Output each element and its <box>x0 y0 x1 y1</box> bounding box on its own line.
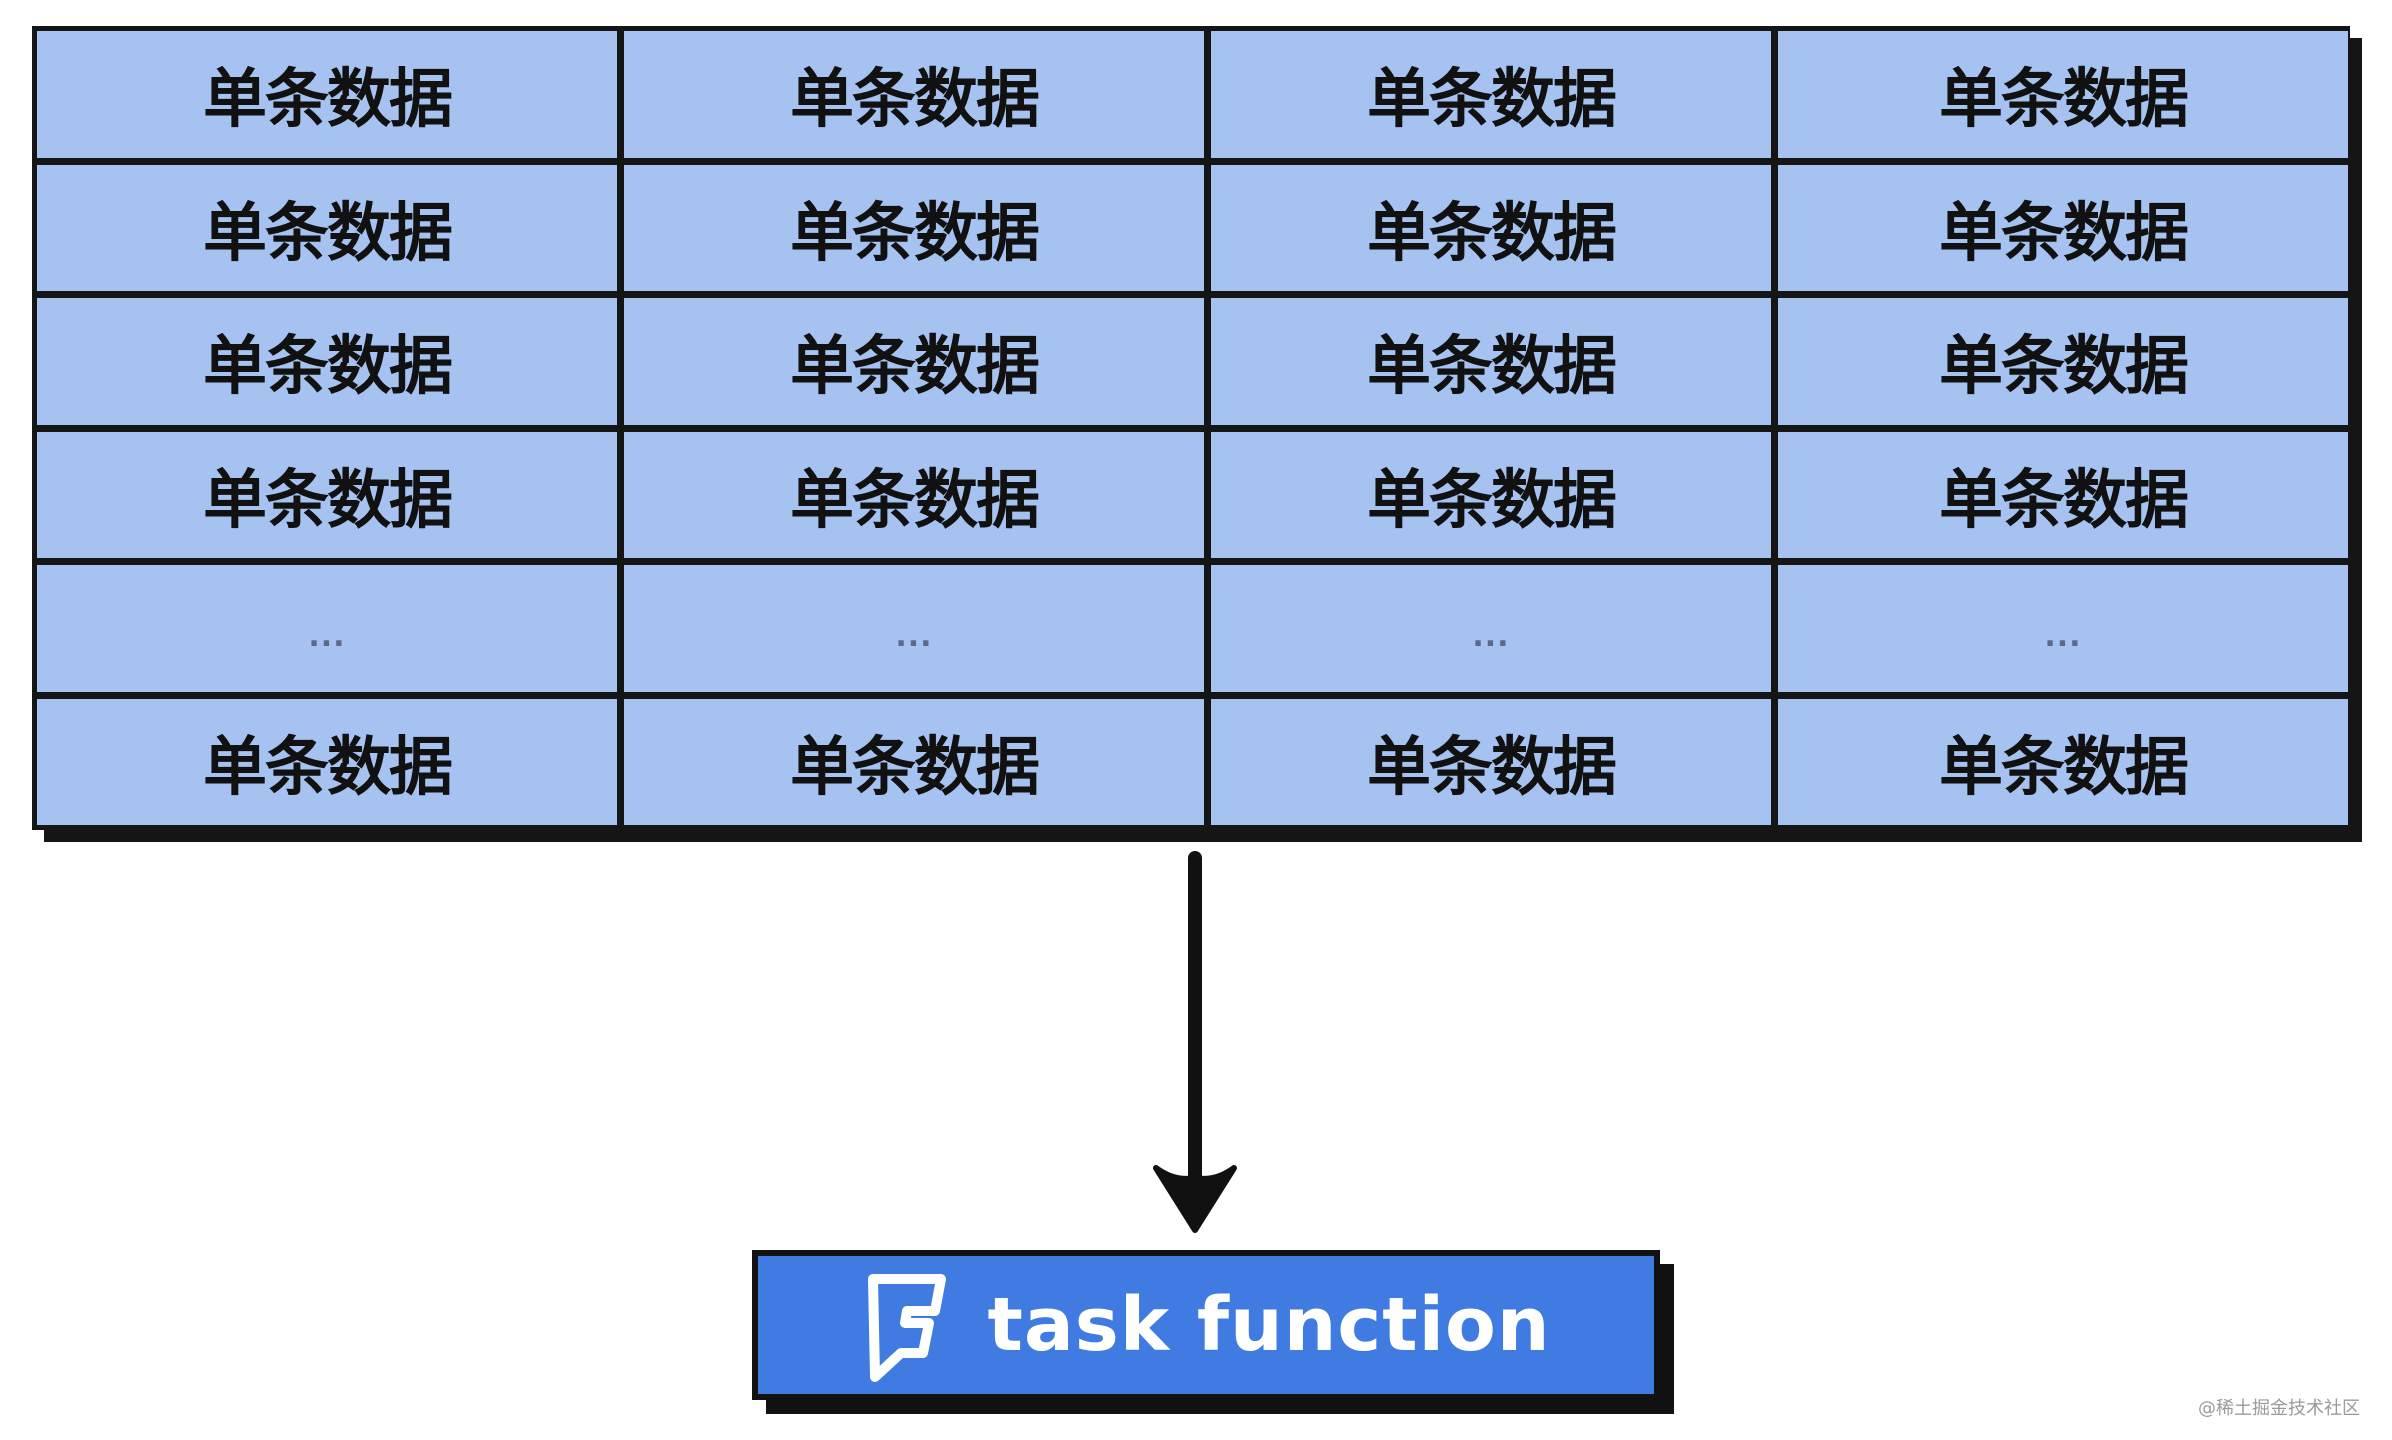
ellipsis-text: ... <box>308 619 346 655</box>
cell-label: 单条数据 <box>1367 63 1617 138</box>
grid-cell: ... <box>624 565 1204 692</box>
grid-cell: 单条数据 <box>1211 431 1771 558</box>
grid-cell: 单条数据 <box>1778 31 2348 158</box>
task-function-box: task function <box>752 1250 1660 1400</box>
ellipsis-text: ... <box>1472 619 1510 655</box>
grid-cell: 单条数据 <box>1778 164 2348 291</box>
task-function-label: task function <box>987 1282 1551 1368</box>
cell-label: 单条数据 <box>1939 330 2189 405</box>
cell-label: 单条数据 <box>203 730 453 805</box>
grid-cell: 单条数据 <box>37 164 617 291</box>
grid-cell: 单条数据 <box>624 298 1204 425</box>
grid-cell: 单条数据 <box>37 431 617 558</box>
cell-label: 单条数据 <box>1939 196 2189 271</box>
grid-cell: 单条数据 <box>1778 431 2348 558</box>
grid-cell: ... <box>1778 565 2348 692</box>
cell-label: 单条数据 <box>790 463 1040 538</box>
grid-cell: 单条数据 <box>1211 31 1771 158</box>
grid-cell: 单条数据 <box>624 431 1204 558</box>
ellipsis-text: ... <box>895 619 933 655</box>
cell-label: 单条数据 <box>203 196 453 271</box>
grid-cell: 单条数据 <box>624 31 1204 158</box>
cell-label: 单条数据 <box>790 730 1040 805</box>
grid-cell: 单条数据 <box>37 298 617 425</box>
cell-label: 单条数据 <box>203 463 453 538</box>
cell-label: 单条数据 <box>790 196 1040 271</box>
cell-label: 单条数据 <box>203 330 453 405</box>
cell-label: 单条数据 <box>790 63 1040 138</box>
grid-cell: 单条数据 <box>37 698 617 825</box>
cell-label: 单条数据 <box>1939 463 2189 538</box>
cell-label: 单条数据 <box>1367 730 1617 805</box>
data-grid: 单条数据单条数据单条数据单条数据单条数据单条数据单条数据单条数据单条数据单条数据… <box>32 26 2350 830</box>
grid-cell: 单条数据 <box>1778 298 2348 425</box>
cell-label: 单条数据 <box>1939 730 2189 805</box>
cell-label: 单条数据 <box>1939 63 2189 138</box>
grid-cell: 单条数据 <box>1211 698 1771 825</box>
grid-cell: ... <box>1211 565 1771 692</box>
watermark: @稀土掘金技术社区 <box>2198 1398 2360 1419</box>
cell-label: 单条数据 <box>1367 463 1617 538</box>
grid-cell: 单条数据 <box>37 31 617 158</box>
ellipsis-text: ... <box>2044 619 2082 655</box>
down-arrow <box>1153 851 1237 1233</box>
cell-label: 单条数据 <box>1367 196 1617 271</box>
grid-cell: 单条数据 <box>624 164 1204 291</box>
grid-cell: ... <box>37 565 617 692</box>
grid-cell: 单条数据 <box>624 698 1204 825</box>
grid-cell: 单条数据 <box>1211 298 1771 425</box>
cell-label: 单条数据 <box>790 330 1040 405</box>
foursquare-f-icon <box>868 1274 947 1382</box>
grid-cell: 单条数据 <box>1211 164 1771 291</box>
cell-label: 单条数据 <box>1367 330 1617 405</box>
cell-label: 单条数据 <box>203 63 453 138</box>
grid-cell: 单条数据 <box>1778 698 2348 825</box>
